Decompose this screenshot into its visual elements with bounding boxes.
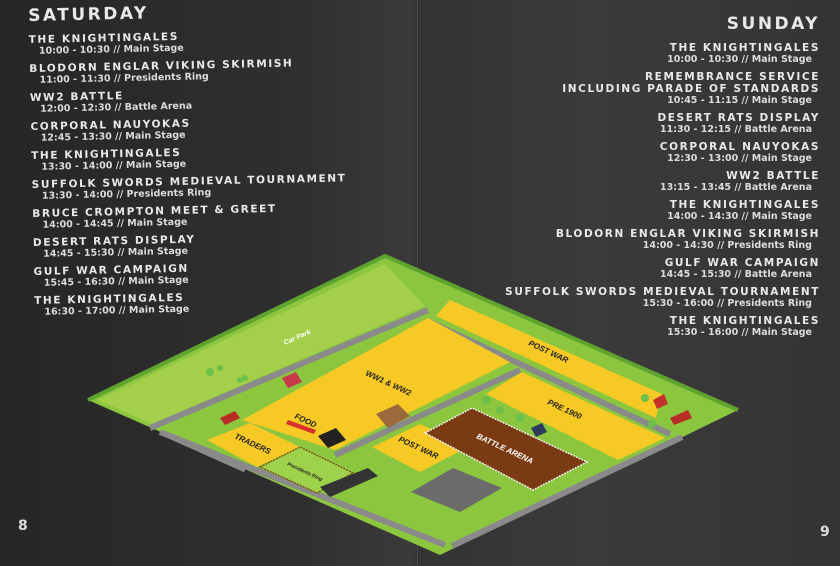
map-border-hedge xyxy=(87,253,739,412)
post-war-zone-large xyxy=(436,300,662,418)
event-time: 12:30 - 13:00 // Main Stage xyxy=(667,153,812,164)
event-time: 14:00 - 14:30 // Presidents Ring xyxy=(642,240,812,251)
info-hut xyxy=(531,423,547,437)
battle-arena xyxy=(423,407,589,491)
event-time: 13:15 - 13:45 // Battle Arena xyxy=(660,182,812,193)
event-time: 10:45 - 11:15 // Main Stage xyxy=(667,95,812,106)
barn-building xyxy=(320,468,378,497)
event-name: SUFFOLK SWORDS MEDIEVAL TOURNAMENT xyxy=(505,286,820,298)
presidents-ring xyxy=(258,446,355,494)
parking-lot xyxy=(411,468,502,512)
event-name: BLODORN ENGLAR VIKING SKIRMISH xyxy=(555,228,820,240)
main-stage-building xyxy=(318,428,346,448)
road-middle xyxy=(333,367,522,458)
event-time: 14:00 - 14:30 // Main Stage xyxy=(667,211,812,222)
car-park-area xyxy=(98,264,425,424)
event-name: THE KNIGHTINGALES xyxy=(669,42,820,54)
red-building-corner xyxy=(670,410,692,425)
red-building-east xyxy=(653,394,668,409)
event-name-line2: INCLUDING PARADE OF STANDARDS xyxy=(562,83,820,95)
road-north xyxy=(148,307,430,431)
event-time: 15:30 - 16:00 // Presidents Ring xyxy=(642,298,812,309)
event-time: 10:00 - 10:30 // Main Stage xyxy=(667,54,812,65)
trees xyxy=(206,365,656,428)
pre-1900-zone xyxy=(486,372,665,460)
road-south-east xyxy=(450,434,684,549)
food-stalls xyxy=(286,420,316,434)
hut-building xyxy=(376,404,410,428)
entrance-building xyxy=(282,372,302,388)
event-name: GULF WAR CAMPAIGN xyxy=(664,257,820,269)
ww1-ww2-zone xyxy=(242,318,510,450)
event-name: CORPORAL NAUYOKAS xyxy=(659,141,820,153)
traders-zone xyxy=(207,423,300,467)
event-name: THE KNIGHTINGALES xyxy=(669,315,820,327)
event-name: DESERT RATS DISPLAY xyxy=(657,112,820,124)
event-name: REMEMBRANCE SERVICE xyxy=(645,71,820,83)
event-time: 11:30 - 12:15 // Battle Arena xyxy=(660,124,812,135)
event-time: 14:45 - 15:30 // Battle Arena xyxy=(660,269,812,280)
event-time: 15:30 - 16:00 // Main Stage xyxy=(667,327,812,338)
red-building-west xyxy=(220,411,240,425)
event-name: THE KNIGHTINGALES xyxy=(669,199,820,211)
page-number-left: 8 xyxy=(18,518,28,534)
event-name: WW2 BATTLE xyxy=(726,170,820,182)
road-west xyxy=(158,429,247,473)
page-number-right: 9 xyxy=(820,524,830,540)
sunday-title: SUNDAY xyxy=(726,14,820,34)
